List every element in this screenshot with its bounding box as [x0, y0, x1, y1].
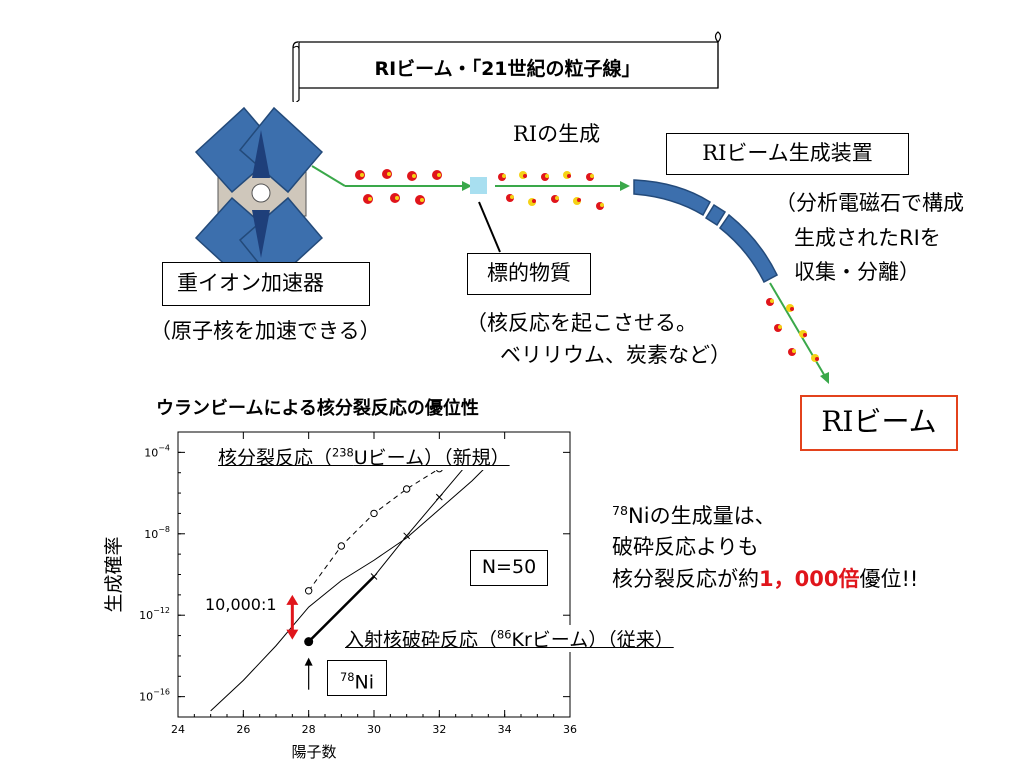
x-tick-label: 30	[367, 723, 381, 736]
y-tick-label: 10−4	[144, 443, 170, 459]
fission-point	[337, 542, 346, 550]
x-tick-label: 28	[302, 723, 316, 736]
ni78-label: 78Ni	[327, 660, 387, 696]
production-chart: 24 26 28 30 32 34 36 10−4 10−8 10−12 10−16 陽子数 生成確率	[103, 431, 577, 761]
target-block	[470, 177, 487, 194]
page-title: RIビーム・「21世紀の粒子線」	[374, 58, 641, 80]
beam-particles	[355, 169, 442, 205]
data-line	[373, 458, 473, 577]
target-note-line1: （核反応を起こさせる。	[466, 311, 697, 335]
ratio-arrow-head-down	[286, 629, 299, 640]
title-scroll: RIビーム・「21世紀の粒子線」	[290, 30, 725, 102]
separator-magnets	[633, 179, 778, 284]
target-note-line2: ベリリウム、炭素など）	[500, 343, 731, 367]
y-axis-label: 生成確率	[103, 536, 125, 612]
x-tick-label: 36	[563, 723, 577, 736]
conclusion-line2: 破砕反応よりも	[612, 535, 759, 559]
ri-particles	[498, 171, 604, 210]
ri-beam-label: RIビーム	[800, 395, 958, 451]
accelerator-note: （原子核を加速できる）	[150, 319, 381, 343]
target-label: 標的物質	[467, 253, 591, 295]
fission-point	[370, 509, 378, 518]
fission-label: 核分裂反応（238Uビーム）（新規）	[218, 443, 510, 470]
scroll-frame	[292, 31, 722, 102]
separator-note-line2: 生成されたRIを	[794, 226, 941, 250]
x-tick-label: 32	[432, 723, 446, 736]
beamline-diagram	[194, 106, 829, 384]
conclusion-line3: 核分裂反応が約1，000倍優位!!	[612, 567, 919, 591]
cross-point	[403, 532, 411, 540]
ni78-point	[304, 637, 314, 647]
x-tick-label: 26	[236, 723, 250, 736]
ratio-arrow-head-up	[286, 594, 299, 605]
chart-heading: ウランビームによる核分裂反応の優位性	[156, 398, 479, 419]
accelerator-graphic	[194, 106, 324, 286]
fragmentation-label: 入射核破砕反応（86Krビーム）（従来）	[345, 625, 674, 652]
y-tick-label: 10−12	[139, 606, 170, 622]
ri-production-label: RIの生成	[513, 122, 601, 146]
separator-note-line1: （分析電磁石で構成	[775, 191, 964, 215]
cross-point	[435, 493, 443, 501]
fission-point	[304, 587, 313, 595]
output-particles	[766, 298, 819, 362]
x-tick-label: 24	[171, 723, 185, 736]
fission-point	[402, 485, 411, 493]
x-tick-label: 34	[498, 723, 512, 736]
y-tick-label: 10−16	[139, 688, 170, 704]
ni78-pointer-head	[304, 657, 313, 666]
x-axis-label: 陽子数	[291, 743, 336, 761]
separator-label: RIビーム生成装置	[666, 133, 909, 175]
ni78-trend-line	[307, 575, 375, 643]
n50-label: N=50	[470, 550, 548, 586]
y-tick-label: 10−8	[144, 525, 170, 541]
accelerator-label: 重イオン加速器	[162, 262, 370, 306]
ratio-label: 10,000:1	[205, 595, 277, 614]
separator-note-line3: 収集・分離）	[794, 260, 920, 284]
conclusion-line1: 78Niの生成量は、	[612, 503, 776, 528]
fragmentation-curve	[210, 447, 506, 712]
